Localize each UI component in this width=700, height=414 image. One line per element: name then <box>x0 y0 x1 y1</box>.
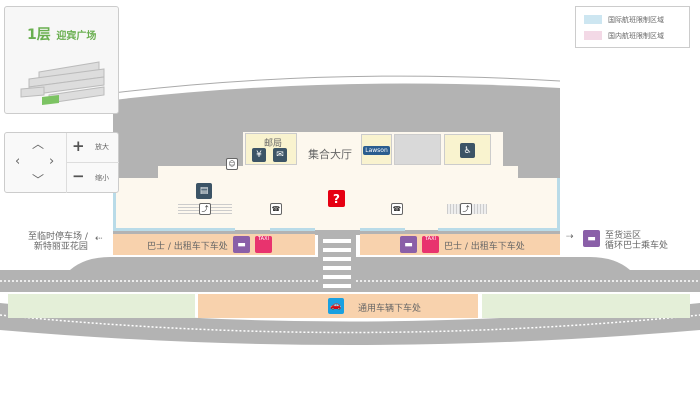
pan-up-icon[interactable]: ︿ <box>32 137 45 151</box>
building-middle <box>158 166 518 180</box>
left-exit-label[interactable]: 至临时停车场 / 新特丽亚花园 <box>28 232 88 252</box>
green-area <box>482 294 690 318</box>
green-area <box>8 294 195 318</box>
bus-taxi-dropoff-left[interactable]: 巴士 / 出租车下车处 ▬ TAXI <box>113 234 315 255</box>
baby-care-icon[interactable]: ☺ <box>226 158 238 170</box>
closed-area <box>394 134 441 165</box>
right-exit-line: 循环巴士乘车处 <box>605 241 669 251</box>
pan-down-icon[interactable]: ﹀ <box>32 173 45 187</box>
phone-icon[interactable]: ☎ <box>391 203 403 215</box>
zoom-out-label: 缩小 <box>95 174 109 182</box>
arrow-left-icon: ⇠ <box>95 234 103 244</box>
crosswalk-road <box>318 233 356 291</box>
floor-title: 1层 迎宾广场 <box>27 24 96 44</box>
lawson-store[interactable]: Lawson <box>361 134 392 165</box>
right-exit-label[interactable]: 至货运区 循环巴士乘车处 <box>605 231 668 251</box>
atm-icon: ¥ <box>252 148 266 162</box>
car-icon: 🚗 <box>328 298 344 314</box>
bus-icon: ▬ <box>400 236 417 253</box>
phone-icon[interactable]: ☎ <box>270 203 282 215</box>
bus-taxi-label: 巴士 / 出租车下车处 <box>147 242 228 252</box>
right-exit-line: 至货运区 <box>605 231 642 241</box>
hall-label: 集合大厅 <box>308 148 352 161</box>
lawson-logo: Lawson <box>363 146 390 155</box>
restricted-border <box>270 228 315 231</box>
bus-taxi-dropoff-right[interactable]: ▬ TAXI 巴士 / 出租车下车处 <box>360 234 560 255</box>
restroom-area[interactable]: ♿ <box>444 134 491 165</box>
plus-icon: + <box>72 137 85 155</box>
minus-icon: − <box>72 167 85 185</box>
floor-card[interactable]: 1层 迎宾广场 <box>4 6 119 114</box>
taxi-icon: TAXI <box>255 236 272 253</box>
map-nav-control: ︿ ‹ › ﹀ + 放大 − 缩小 <box>4 132 119 193</box>
zoom-out-button[interactable]: − 缩小 <box>66 163 119 193</box>
legend-label: 国内航班限制区域 <box>608 32 664 40</box>
bus-taxi-label: 巴士 / 出租车下车处 <box>444 242 525 252</box>
locker-icon[interactable]: ▤ <box>196 183 212 199</box>
bus-icon: ▬ <box>233 236 250 253</box>
post-office[interactable]: 邮局 ¥ ✉ <box>245 133 297 165</box>
zoom-in-button[interactable]: + 放大 <box>66 133 119 163</box>
restroom-icon: ♿ <box>460 143 475 158</box>
floor-name: 迎宾广场 <box>56 31 97 42</box>
mail-icon: ✉ <box>273 148 287 162</box>
legend-swatch-international <box>584 15 602 24</box>
zoom-in-label: 放大 <box>95 143 109 151</box>
general-vehicle-dropoff[interactable]: 🚗 通用车辆下车处 <box>198 294 478 318</box>
information-icon[interactable]: ? <box>328 190 345 207</box>
escalator-icon[interactable]: ⤴ <box>460 203 472 215</box>
legend: 国际航班限制区域 国内航班限制区域 <box>575 6 690 48</box>
legend-label: 国际航班限制区域 <box>608 16 664 24</box>
legend-swatch-domestic <box>584 31 602 40</box>
restricted-border <box>438 228 560 231</box>
escalator-icon[interactable]: ⤴ <box>199 203 211 215</box>
left-exit-line: 至临时停车场 / <box>28 232 88 242</box>
crosswalk <box>323 239 351 289</box>
left-exit-line: 新特丽亚花园 <box>33 242 88 252</box>
pan-left-icon[interactable]: ‹ <box>15 154 21 169</box>
bus-icon: ▬ <box>583 230 600 247</box>
restricted-border <box>360 228 405 231</box>
general-vehicle-label: 通用车辆下车处 <box>358 304 422 314</box>
pan-right-icon[interactable]: › <box>49 154 55 169</box>
floor-number: 1层 <box>27 27 51 43</box>
restricted-border <box>113 228 235 231</box>
arrow-right-icon: ⇢ <box>566 232 574 242</box>
building-3d-icon <box>20 61 105 105</box>
taxi-icon: TAXI <box>422 236 439 253</box>
post-office-label: 邮局 <box>264 139 283 149</box>
